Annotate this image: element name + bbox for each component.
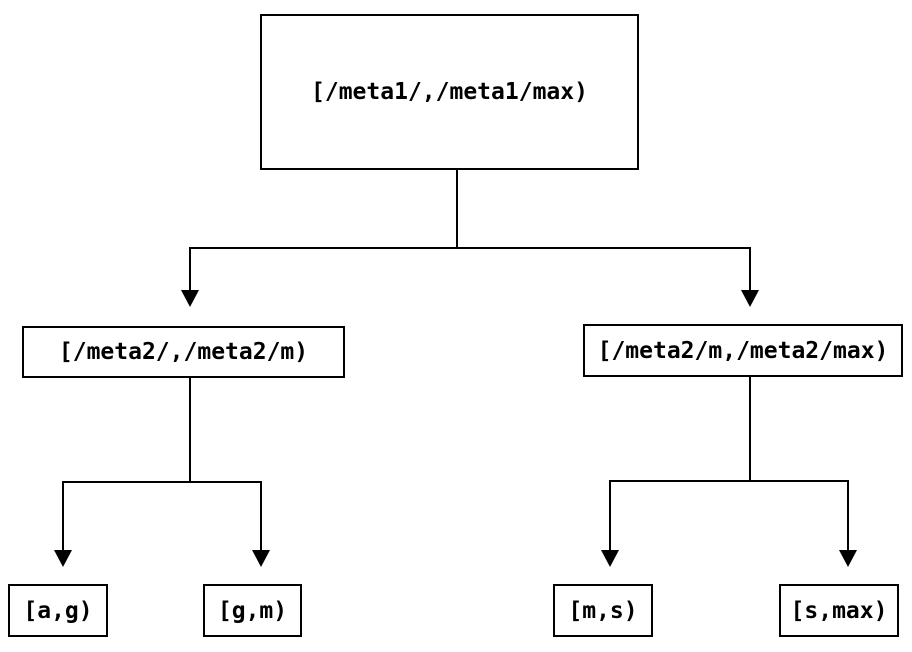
edge-right-to-leaves — [601, 377, 857, 567]
node-label: [g,m) — [217, 597, 288, 624]
arrowhead-down-icon — [54, 550, 72, 567]
node-label: [/meta1/,/meta1/max) — [311, 79, 588, 105]
arrowhead-down-icon — [839, 550, 857, 567]
node-label: [s,max) — [790, 597, 888, 624]
edge-left-to-leaves — [54, 378, 270, 567]
node-meta2-left-range: [/meta2/,/meta2/m) — [22, 326, 345, 378]
arrowhead-down-icon — [252, 550, 270, 567]
node-label: [/meta2/m,/meta2/max) — [597, 337, 889, 364]
node-leaf-m-s: [m,s) — [553, 584, 653, 637]
node-label: [a,g) — [23, 597, 93, 624]
node-leaf-s-max: [s,max) — [779, 584, 899, 637]
node-meta2-right-range: [/meta2/m,/meta2/max) — [583, 324, 903, 377]
node-leaf-g-m: [g,m) — [203, 584, 302, 637]
arrowhead-down-icon — [601, 550, 619, 567]
node-meta1-range: [/meta1/,/meta1/max) — [260, 14, 639, 170]
node-leaf-a-g: [a,g) — [8, 584, 108, 637]
arrowhead-down-icon — [181, 290, 199, 307]
node-label: [/meta2/,/meta2/m) — [58, 339, 309, 365]
edge-root-to-level2 — [181, 170, 759, 307]
node-label: [m,s) — [568, 597, 638, 624]
arrowhead-down-icon — [741, 290, 759, 307]
